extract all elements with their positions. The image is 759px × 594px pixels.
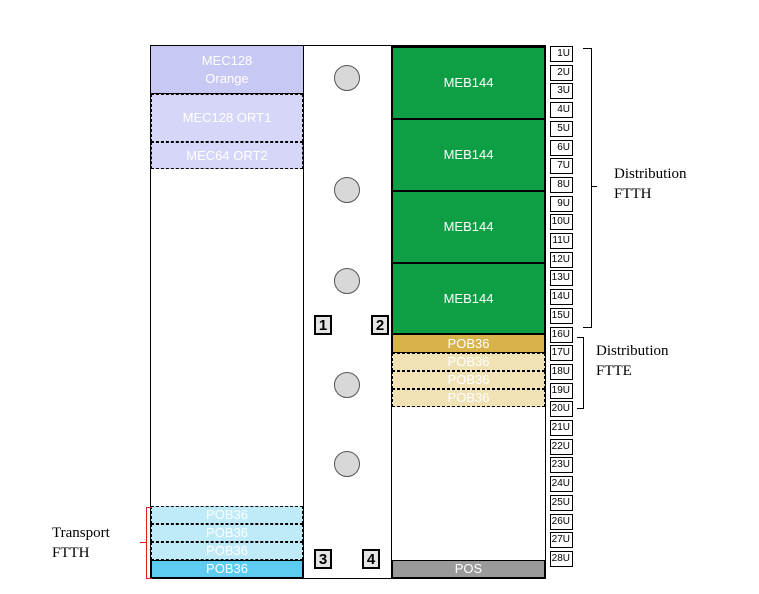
unit-label: 23U [550, 457, 573, 473]
unit-label: 10U [550, 214, 573, 230]
bracket-ftte-bottom [577, 408, 583, 409]
circle-4 [334, 372, 360, 398]
unit-label: 12U [550, 252, 573, 268]
unit-label: 11U [550, 233, 573, 249]
module-pob36-transport-1: POB36 [151, 506, 303, 524]
unit-label: 27U [550, 532, 573, 548]
label-transport-ftth: Transport FTTH [52, 525, 110, 561]
unit-label: 26U [550, 514, 573, 530]
module-pob36-16u: POB36 [392, 334, 545, 353]
unit-label: 28U [550, 551, 573, 567]
module-meb144-4: MEB144 [392, 262, 545, 334]
number-box-1: 1 [314, 315, 332, 335]
bracket-transport-bottom [147, 578, 152, 579]
unit-label: 7U [550, 158, 573, 174]
bracket-transport-tick [140, 542, 146, 543]
unit-label: 2U [550, 65, 573, 81]
unit-label: 25U [550, 495, 573, 511]
module-pos: POS [392, 560, 545, 578]
number-box-4: 4 [362, 549, 380, 569]
unit-label: 13U [550, 270, 573, 286]
unit-label: 14U [550, 289, 573, 305]
unit-label: 4U [550, 102, 573, 118]
module-pob36-17u: POB36 [392, 353, 545, 371]
unit-label: 20U [550, 401, 573, 417]
bracket-transport-vertical [146, 507, 147, 579]
unit-label: 6U [550, 140, 573, 156]
unit-label: 1U [550, 46, 573, 62]
unit-label: 8U [550, 177, 573, 193]
unit-label: 18U [550, 364, 573, 380]
circle-3 [334, 268, 360, 294]
module-pob36-transport-4: POB36 [151, 560, 303, 578]
circle-5 [334, 451, 360, 477]
label-distribution-ftte: Distribution FTTE [596, 343, 669, 379]
right-column: MEB144 MEB144 MEB144 MEB144 POB36 POB36 … [391, 45, 546, 579]
number-box-2: 2 [371, 315, 389, 335]
module-pob36-transport-3: POB36 [151, 542, 303, 560]
module-mec128-ort1: MEC128 ORT1 [151, 94, 303, 142]
module-meb144-2: MEB144 [392, 118, 545, 191]
unit-label: 3U [550, 83, 573, 99]
unit-label: 9U [550, 196, 573, 212]
number-box-3: 3 [314, 549, 332, 569]
unit-label: 19U [550, 383, 573, 399]
module-pob36-19u: POB36 [392, 389, 545, 407]
unit-label: 21U [550, 420, 573, 436]
bracket-ftth-tick [592, 186, 597, 187]
bracket-ftth-bottom [583, 327, 591, 328]
left-column: MEC128 Orange MEC128 ORT1 MEC64 ORT2 POB… [150, 45, 304, 579]
unit-label: 24U [550, 476, 573, 492]
bracket-ftte-top [577, 337, 583, 338]
unit-label: 16U [550, 327, 573, 343]
circle-2 [334, 177, 360, 203]
bracket-transport-top [147, 507, 152, 508]
module-meb144-3: MEB144 [392, 190, 545, 263]
unit-label: 17U [550, 345, 573, 361]
bracket-ftth-vertical [591, 48, 592, 328]
circle-1 [334, 65, 360, 91]
unit-label: 15U [550, 308, 573, 324]
module-mec64-ort2: MEC64 ORT2 [151, 142, 303, 169]
label-distribution-ftth: Distribution FTTH [614, 166, 687, 202]
module-pob36-transport-2: POB36 [151, 524, 303, 542]
module-pob36-18u: POB36 [392, 371, 545, 389]
middle-column: 1 2 3 4 [303, 45, 392, 579]
unit-label: 22U [550, 439, 573, 455]
module-mec128-orange: MEC128 Orange [151, 46, 303, 94]
module-meb144-1: MEB144 [392, 46, 545, 119]
bracket-ftte-vertical [583, 337, 584, 409]
bracket-ftth-top [583, 48, 591, 49]
unit-label: 5U [550, 121, 573, 137]
